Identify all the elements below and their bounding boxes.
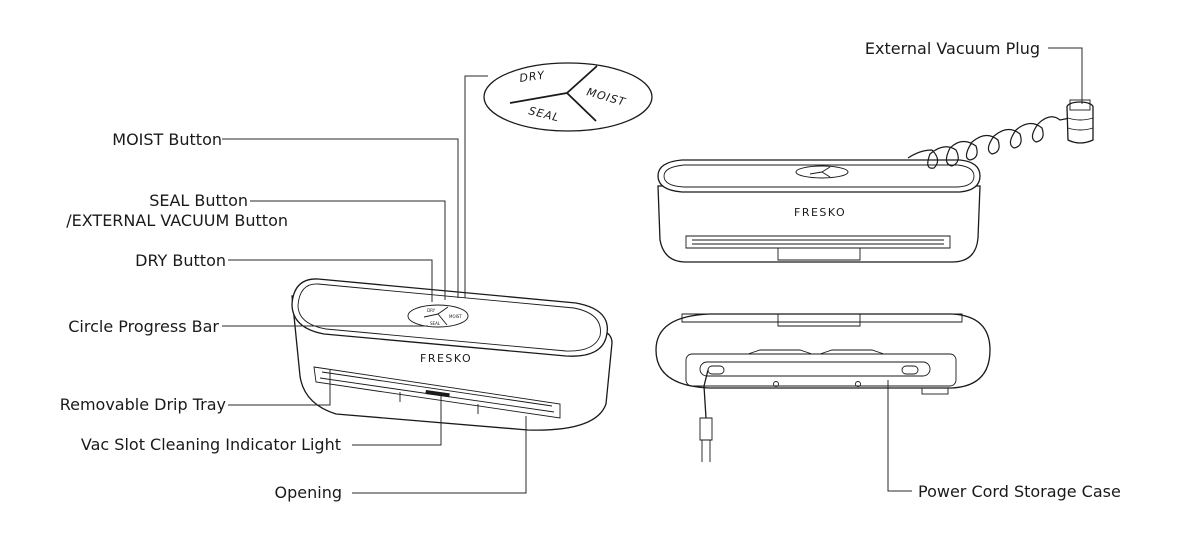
control-panel-ellipse xyxy=(483,62,653,132)
label-moist-button: MOIST Button xyxy=(112,130,222,149)
device-brand-text: FRESKO xyxy=(420,352,472,365)
label-circle-progress-bar: Circle Progress Bar xyxy=(68,317,219,336)
leader-lines xyxy=(222,47,1083,494)
drip-tray xyxy=(313,366,561,419)
panel-dividers xyxy=(509,65,598,122)
label-external-vacuum-button: /EXTERNAL VACUUM Button xyxy=(66,211,288,230)
device-with-plug: FRESKO xyxy=(657,99,1094,263)
label-power-cord-storage-case: Power Cord Storage Case xyxy=(918,482,1121,501)
label-seal-button: SEAL Button xyxy=(149,191,248,210)
label-vac-slot-cleaning-indicator: Vac Slot Cleaning Indicator Light xyxy=(81,435,341,454)
power-plug xyxy=(699,417,713,441)
cleaning-indicator-light xyxy=(425,389,450,398)
label-dry-button: DRY Button xyxy=(135,251,226,270)
label-removable-drip-tray: Removable Drip Tray xyxy=(60,395,226,414)
label-opening: Opening xyxy=(275,483,342,502)
main-device: DRY MOIST SEAL FRESKO xyxy=(291,278,613,431)
device-lid xyxy=(291,278,608,357)
panel-dry-text: DRY xyxy=(519,68,547,85)
lid-control-panel xyxy=(407,304,469,328)
control-panel-zoom: DRY MOIST SEAL xyxy=(483,62,653,132)
external-vacuum-plug xyxy=(1066,99,1094,144)
top-device-brand-text: FRESKO xyxy=(794,206,846,219)
lid-seal-text: SEAL xyxy=(430,321,441,326)
lid-moist-text: MOIST xyxy=(449,314,462,319)
device-underside xyxy=(655,313,991,462)
vacuum-hose xyxy=(907,116,1071,169)
device-top-lid xyxy=(657,159,981,193)
lid-dry-text: DRY xyxy=(427,308,436,313)
labels: External Vacuum Plug MOIST Button SEAL B… xyxy=(60,39,1121,502)
label-external-vacuum-plug: External Vacuum Plug xyxy=(865,39,1040,58)
